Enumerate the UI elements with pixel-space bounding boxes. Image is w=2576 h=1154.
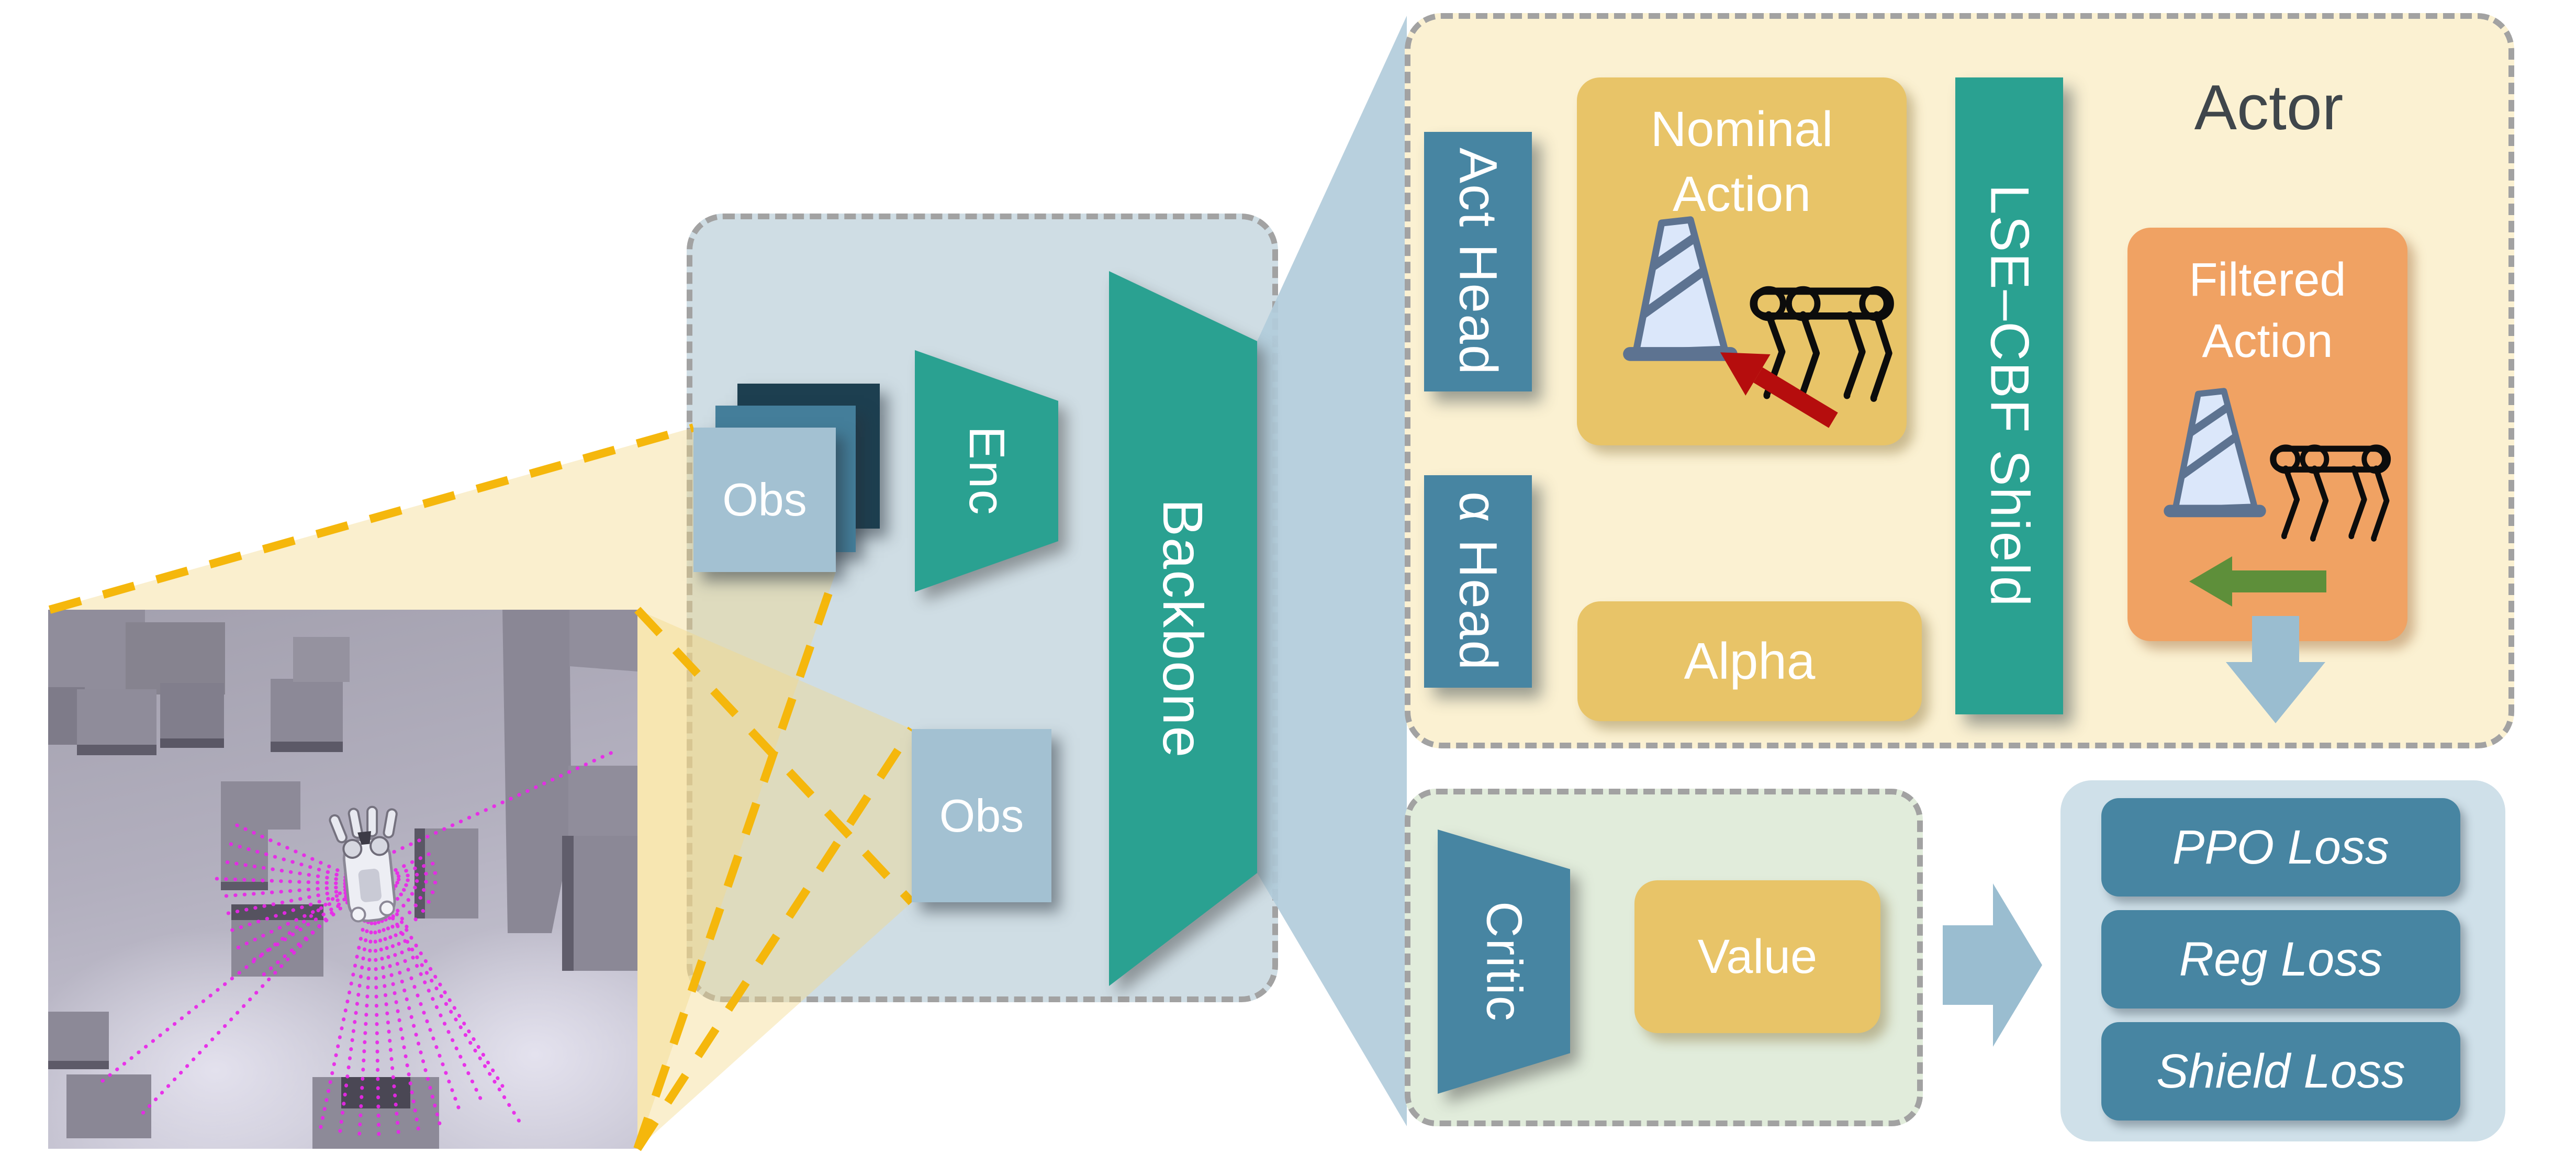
- lse-cbf-shield-bar: LSE–CBF Shield: [1955, 77, 2063, 714]
- filtered-action-box: Filtered Action: [2127, 228, 2407, 641]
- critic-trapezoid: Critic: [1438, 830, 1570, 1094]
- nominal-action-box: Nominal Action: [1577, 77, 1907, 445]
- obs-single-box: Obs: [912, 729, 1051, 902]
- critic-label: Critic: [1476, 901, 1532, 1022]
- robot-icon: [1750, 286, 1894, 402]
- nominal-action-label: Nominal Action: [1650, 102, 1833, 222]
- shield-loss-box: Shield Loss: [2101, 1022, 2460, 1121]
- robot-icon: [2270, 444, 2391, 542]
- obs-single-label: Obs: [939, 789, 1024, 842]
- sim-robot: [329, 805, 398, 923]
- simulation-screenshot: [48, 610, 637, 1149]
- backbone-label: Backbone: [1151, 498, 1215, 759]
- alpha-label: Alpha: [1684, 632, 1816, 690]
- ppo-loss-box: PPO Loss: [2101, 798, 2460, 897]
- backbone-fanout-funnel: [1257, 16, 1407, 1126]
- obs-stack-layer-front: Obs: [693, 428, 836, 572]
- encoder-label: Enc: [959, 426, 1015, 516]
- value-label: Value: [1697, 929, 1818, 983]
- encoder-trapezoid: Enc: [915, 350, 1058, 592]
- down-arrow: [2226, 616, 2325, 723]
- lse-cbf-shield-label: LSE–CBF Shield: [1979, 184, 2040, 608]
- actor-title: Actor: [2194, 72, 2344, 143]
- act-head-box: Act Head: [1424, 132, 1532, 391]
- right-arrow: [1943, 883, 2042, 1047]
- cone-icon: [1623, 216, 1738, 361]
- filtered-action-label: Filtered Action: [2189, 254, 2346, 367]
- alpha-head-label: α Head: [1448, 491, 1508, 671]
- alpha-box: Alpha: [1577, 601, 1922, 721]
- value-box: Value: [1634, 880, 1880, 1033]
- sim-obstacle-blocks: [48, 610, 637, 1149]
- alpha-head-box: α Head: [1424, 475, 1532, 688]
- act-head-label: Act Head: [1448, 148, 1508, 376]
- backbone-trapezoid: Backbone: [1109, 271, 1257, 986]
- cone-icon: [2164, 388, 2266, 518]
- reg-loss-box: Reg Loss: [2101, 910, 2460, 1009]
- obs-stack-label: Obs: [722, 474, 807, 525]
- loss-panel: PPO Loss Reg Loss Shield Loss: [2060, 780, 2505, 1141]
